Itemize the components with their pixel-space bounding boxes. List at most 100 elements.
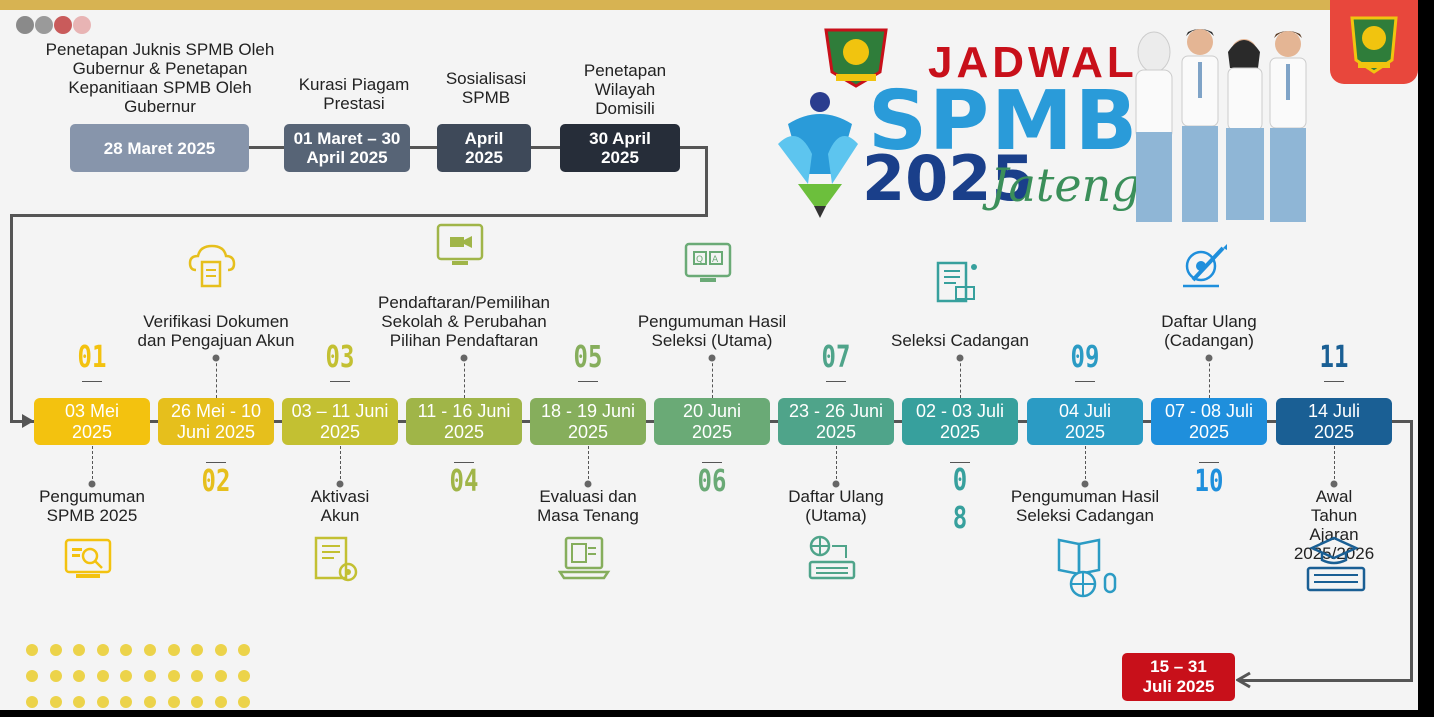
timeline-dot: [584, 480, 592, 488]
title-jateng: Jateng: [990, 158, 1141, 212]
schedule-infographic: JADWAL SPMB 2025 Jateng: [0, 0, 1418, 710]
timeline-tick: [464, 358, 465, 398]
decorative-dot: [73, 696, 86, 708]
timeline-number-rule: [330, 381, 350, 382]
timeline-number-8: 0 8: [952, 463, 968, 536]
decorative-dot: [191, 696, 204, 708]
timeline-date-11: 14 Juli 2025: [1276, 398, 1392, 445]
decorative-dot: [167, 670, 180, 682]
timeline-dot: [212, 354, 220, 362]
timeline-dot: [708, 354, 716, 362]
timeline-label-4: Pendaftaran/Pemilihan Sekolah & Perubaha…: [377, 293, 551, 350]
timeline-number-rule: [82, 381, 102, 382]
timeline-date-3: 03 – 11 Juni 2025: [282, 398, 398, 445]
decorative-dot: [26, 670, 38, 682]
timeline-number-rule: [1324, 381, 1344, 382]
timeline-date-7: 23 - 26 Juni 2025: [778, 398, 894, 445]
timeline-tick: [836, 446, 837, 484]
timeline-tick: [340, 446, 341, 484]
arrow-left-icon: [1236, 671, 1251, 689]
timeline-number-rule: [1199, 462, 1219, 463]
right-connector-down: [1410, 420, 1413, 682]
timeline-label-9: Pengumuman Hasil Seleksi Cadangan: [1010, 487, 1160, 525]
timeline-dot: [1330, 480, 1338, 488]
top-step-label-2: Kurasi Piagam Prestasi: [298, 75, 410, 113]
timeline-number-11: 11: [1319, 340, 1349, 375]
timeline-label-2: Verifikasi Dokumen dan Pengajuan Akun: [137, 312, 295, 350]
top-step-label-3: Sosialisasi SPMB: [445, 69, 527, 107]
decorative-dot: [49, 644, 62, 656]
timeline-number-2: 02: [201, 464, 231, 499]
timeline-number-4: 04: [449, 464, 479, 499]
decorative-dot: [191, 670, 204, 682]
timeline-date-4: 11 - 16 Juni 2025: [406, 398, 522, 445]
decorative-dot: [120, 644, 133, 656]
decorative-dot: [214, 644, 227, 656]
timeline-tick: [92, 446, 93, 484]
svg-text:A: A: [712, 255, 719, 265]
decorative-dot: [214, 670, 227, 682]
right-connector-in: [1240, 679, 1413, 682]
settings-document-icon: [314, 536, 358, 582]
decorative-dot: [167, 644, 180, 656]
cloud-document-icon: [188, 244, 236, 288]
timeline-number-rule: [702, 462, 722, 463]
decorative-dot: [120, 670, 133, 682]
timeline-dot: [1205, 354, 1213, 362]
decorative-dot: [144, 644, 156, 656]
arrow-right-icon: [22, 414, 34, 428]
timeline-number-rule: [578, 381, 598, 382]
timeline-label-3: Aktivasi Akun: [310, 487, 370, 525]
text-document-icon: [936, 261, 977, 303]
timeline-date-6: 20 Juni 2025: [654, 398, 770, 445]
timeline-label-6: Pengumuman Hasil Seleksi (Utama): [637, 312, 787, 350]
graduation-keyboard-icon: [1306, 536, 1366, 592]
left-connector-down: [10, 214, 13, 422]
final-step-date: 15 – 31 Juli 2025: [1122, 653, 1235, 701]
top-step-date-2: 01 Maret – 30 April 2025: [284, 124, 410, 172]
timeline-tick: [1334, 446, 1335, 484]
timeline-dot: [460, 354, 468, 362]
decorative-dot: [96, 696, 109, 708]
timeline-label-10: Daftar Ulang (Cadangan): [1161, 312, 1257, 350]
top-step-label-1: Penetapan Juknis SPMB Oleh Gubernur & Pe…: [45, 40, 275, 116]
timeline-number-7: 07: [821, 340, 851, 375]
decorative-dot: [144, 696, 156, 708]
decorative-dot: [120, 696, 133, 708]
top-step-date-4: 30 April 2025: [560, 124, 680, 172]
timeline-tick: [588, 446, 589, 484]
decorative-dot: [26, 696, 38, 708]
timeline-number-rule: [950, 462, 970, 463]
timeline-dot: [956, 354, 964, 362]
laptop-document-icon: [558, 536, 611, 580]
timeline-number-rule: [1075, 381, 1095, 382]
decorative-dot: [238, 670, 251, 682]
timeline-dot: [832, 480, 840, 488]
title-year: 2025: [862, 142, 1035, 215]
timeline-number-rule: [206, 462, 226, 463]
top-step-label-4: Penetapan Wilayah Domisili: [583, 61, 667, 118]
timeline-dot: [88, 480, 96, 488]
timeline-date-1: 03 Mei 2025: [34, 398, 150, 445]
decorative-dot: [26, 644, 38, 656]
decorative-dot: [214, 696, 227, 708]
decorative-dot: [96, 644, 109, 656]
channel-logo-icon: [16, 16, 91, 34]
timeline-date-2: 26 Mei - 10 Juni 2025: [158, 398, 274, 445]
timeline-tick: [960, 358, 961, 398]
top-connector-down: [705, 146, 708, 217]
timeline-number-5: 05: [573, 340, 603, 375]
decorative-dot: [49, 670, 62, 682]
timeline-date-8: 02 - 03 Juli 2025: [902, 398, 1018, 445]
timeline-date-5: 18 - 19 Juni 2025: [530, 398, 646, 445]
timeline-date-10: 07 - 08 Juli 2025: [1151, 398, 1267, 445]
timeline-tick: [216, 358, 217, 398]
top-accent-bar: [0, 0, 1418, 10]
timeline-date-9: 04 Juli 2025: [1027, 398, 1143, 445]
video-monitor-icon: [436, 223, 484, 265]
top-step-date-1: 28 Maret 2025: [70, 124, 249, 172]
decorative-dot: [73, 644, 86, 656]
globe-keyboard-icon: [808, 535, 856, 580]
top-connector-back: [10, 214, 708, 217]
